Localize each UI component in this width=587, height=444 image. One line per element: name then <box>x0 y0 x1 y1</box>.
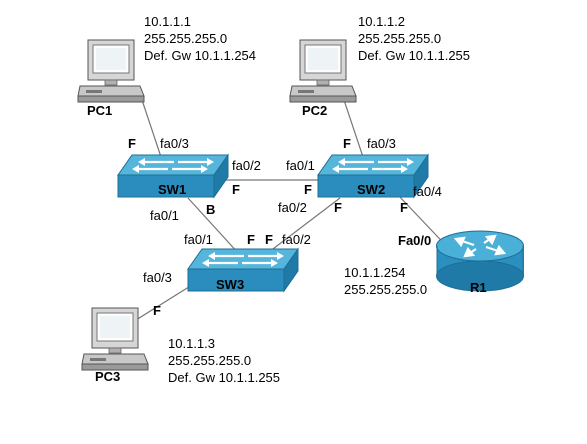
sw1-sw3-port: fa0/1 <box>150 208 179 223</box>
sw1-sw2-port: fa0/2 <box>232 158 261 173</box>
sw3-sw1-state: F <box>247 232 255 247</box>
link-pc1-sw1 <box>141 99 163 161</box>
pc1-mask: 255.255.255.0 <box>144 31 228 46</box>
pc3-gateway: Def. Gw 10.1.1.255 <box>168 370 281 385</box>
pc2-gateway: Def. Gw 10.1.1.255 <box>358 48 471 63</box>
pc2-mask: 255.255.255.0 <box>358 31 442 46</box>
sw1-sw3-state: B <box>206 202 216 217</box>
link-pc2-sw2 <box>343 99 365 161</box>
pc3-label: PC3 <box>95 369 121 384</box>
sw3-sw1-port: fa0/1 <box>184 232 213 247</box>
link-sw2-sw3 <box>264 197 341 256</box>
pc1-icon <box>77 39 145 103</box>
r1-port: Fa0/0 <box>398 233 432 248</box>
pc1-label: PC1 <box>87 103 113 118</box>
links <box>119 99 456 331</box>
sw2-sw1-state: F <box>304 182 312 197</box>
sw2-sw3-port: fa0/2 <box>278 200 307 215</box>
sw1-pc1-port: fa0/3 <box>160 136 189 151</box>
link-sw1-sw3 <box>187 197 241 256</box>
pc3-ip: 10.1.1.3 <box>168 336 215 351</box>
sw1-label: SW1 <box>158 182 187 197</box>
sw2-label: SW2 <box>357 182 386 197</box>
pc1-ip: 10.1.1.1 <box>144 14 191 29</box>
sw3-pc3-port: fa0/3 <box>143 270 172 285</box>
sw3-label: SW3 <box>216 277 245 292</box>
sw1-sw2-state: F <box>232 182 240 197</box>
r1-mask: 255.255.255.0 <box>344 282 428 297</box>
router-icon <box>436 230 524 292</box>
pc3-mask: 255.255.255.0 <box>168 353 252 368</box>
sw3-sw2-port: fa0/2 <box>282 232 311 247</box>
pc2-icon <box>289 39 357 103</box>
pc3-icon <box>81 307 149 371</box>
sw2-r1-state: F <box>400 200 408 215</box>
sw2-pc2-state: F <box>343 136 351 151</box>
r1-ip: 10.1.1.254 <box>344 265 406 280</box>
pc2-ip: 10.1.1.2 <box>358 14 405 29</box>
sw3-pc3-state: F <box>153 303 161 318</box>
sw3-sw2-state: F <box>265 232 273 247</box>
r1-label: R1 <box>470 280 487 295</box>
pc1-gateway: Def. Gw 10.1.1.254 <box>144 48 257 63</box>
sw2-r1-port: fa0/4 <box>413 184 442 199</box>
sw2-sw3-state: F <box>334 200 342 215</box>
sw2-sw1-port: fa0/1 <box>286 158 315 173</box>
sw1-pc1-state: F <box>128 136 136 151</box>
sw2-pc2-port: fa0/3 <box>367 136 396 151</box>
pc2-label: PC2 <box>302 103 328 118</box>
